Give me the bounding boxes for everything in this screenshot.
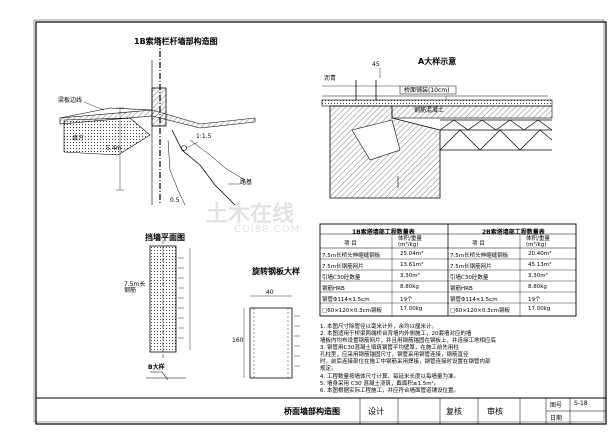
table1-row6-qty: 17.00kg [400,306,423,312]
table2-row1-qty: 20.40m³ [528,251,552,257]
detail-a-title: A大样示意 [418,57,457,66]
date-label: 日期 [550,415,563,422]
bottom-dim-label: 0.5 [170,197,180,204]
table2-row2-qty: 45.13m³ [528,262,552,268]
plate-width-label: 40 [266,289,274,296]
note-line: 3. 钢管用C30混凝土填筑钢管平均壁厚，在施工前先用柱 [320,345,459,351]
note-line: 规定。 [320,366,337,372]
table2-row1-item: 7.5m长桥头伸缩缝钢板 [450,253,509,259]
table2-row2-item: 7.5m长钢筋网片 [450,264,492,270]
note-line: 4. 工程数量按墙体尺寸计算，每延米长度以每墙量为准。 [320,374,459,380]
table1-row5-item: 钢管Φ114×1.5cm [322,297,370,303]
approve-label: 审核 [487,407,503,416]
table1-row6-item: □60×120×0.3cm钢板 [322,308,383,314]
table1-row3-item: 引墙C30砼数量 [322,275,361,281]
note-line: 6. 本图根据实际工程施工，并应符合墙面管道铺设位置。 [320,388,459,394]
sheet-number: S-18 [574,400,588,407]
plate-detail-view [243,295,300,379]
plan-view [146,240,191,381]
quantity-tables [319,223,577,317]
beam-label: 梁板边线 [58,97,83,104]
height-dim-label: 5.4m [106,145,122,152]
soil-label: 路基 [240,179,253,186]
plan-view-title: 挡墙平面图 [145,233,185,242]
section-view [59,40,256,206]
title-block-grid [35,397,607,425]
sheet-label: 图号 [550,402,563,409]
table2-row4-item: 钢筋HRB [450,286,473,292]
plate-height-label: 160 [232,337,244,344]
table1-row4-item: 钢筋HRB [322,286,345,292]
table1-row1-qty: 25.04m³ [400,251,424,257]
table2-row4-qty: 8.80kg [528,284,547,290]
table1-row1-item: 7.5m长桥头伸缩缝钢板 [322,253,381,259]
table2-row5-item: 钢管Φ114×1.5cm [450,297,498,303]
fill-label: 填方 [72,135,85,142]
detail-b-title: B大样 [148,364,165,371]
drawing-name: 桥面墙部构造图 [284,407,340,416]
watermark-site: COI88.COM [234,224,301,235]
table1-row5-qty: 19个 [400,297,413,303]
outer-frame-line [33,19,605,423]
plate-detail-title: 旋转钢板大样 [252,267,300,276]
note-line: 孔柱型，应采用钢筋锚固尺寸，钢管采用钢管连接，钢筋直径 [320,352,469,358]
note-line: 2. 本图适用于桥梁两端桥台背墙内外侧施工，20套墙对应的墙 [320,331,472,337]
note-line: 时，前后连接部位在施工中钢筋采用焊接，钢管连接时设置在钢管内部 [320,359,491,365]
table2-title: 2B索塔墙部工程数量表 [482,229,545,236]
note-line: 5. 墙身采用 C30 混凝土浇筑，截面积≥1.5m²。 [320,381,440,387]
table2-header-item: 项 目 [472,241,485,247]
top-dim-label: 45 [372,61,380,68]
design-label: 设计 [368,407,384,416]
table1-row3-qty: 3.30m³ [400,273,420,279]
table2-row5-qty: 19个 [528,297,541,303]
review-label: 复核 [446,407,462,416]
table2-row3-item: 引墙C30砼数量 [450,275,489,281]
cap-label: 沥青 [324,75,337,82]
section-title: 1B索塔栏杆墙部构造图 [134,37,218,46]
note-line: 墙板内均布设置钢筋网片，并且用钢筋锚固在钢板上，并连接工地相应底 [320,338,497,344]
pavement-label: 桥面铺装(10cm) [404,87,450,94]
table1-row4-qty: 8.80kg [400,284,419,290]
rebar-note-label: 7.5m长 钢筋 [124,281,146,294]
table2-row6-item: □60×120×0.3cm钢板 [450,308,511,314]
detail-a-view [321,68,553,199]
slope-label: 1:1.5 [196,133,212,140]
table1-row2-qty: 13.61m³ [400,262,424,268]
table1-title: 1B索塔墙部工程数量表 [352,229,415,236]
table2-row6-qty: 17.00kg [528,306,551,312]
table1-row2-item: 7.5m长钢筋网片 [322,264,364,270]
table2-row3-qty: 3.30m³ [528,273,548,279]
note-line: 1. 本图尺寸除管径以毫米计外，余均以厘米计。 [320,324,437,330]
watermark-brand: 土木在线 [206,202,295,227]
table1-header-item: 项 目 [344,241,357,247]
table1-header-qty: 体积/重量 (m³/kg) [398,236,422,249]
concrete-label: 钢筋混凝土 [414,107,445,114]
table2-header-qty: 体积/重量 (m³/kg) [526,236,550,249]
